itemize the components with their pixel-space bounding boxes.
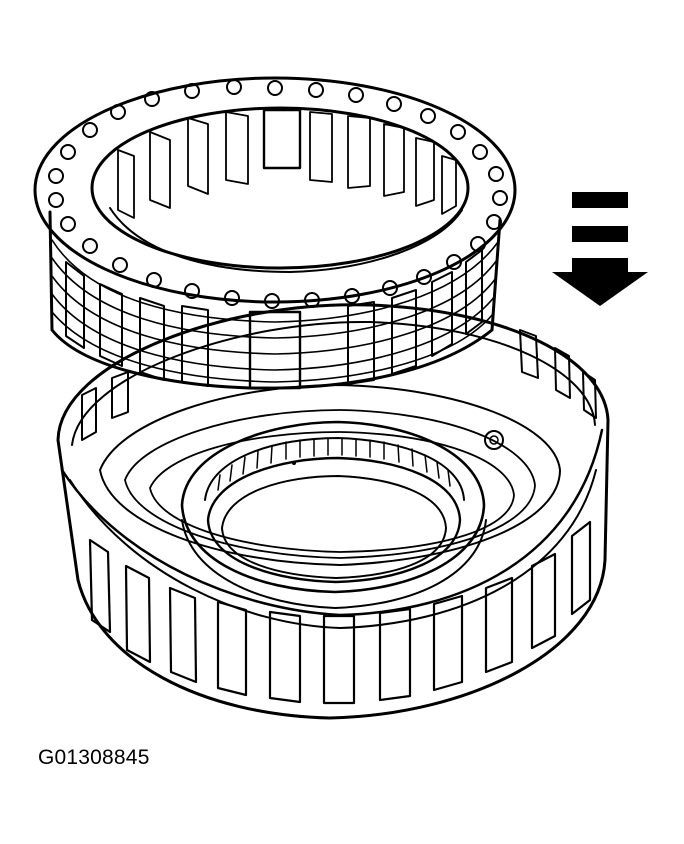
drum-rim-front-inner [69,469,597,629]
clutch-pack-inner-teeth [117,108,457,219]
installation-direction-arrow [552,192,648,306]
drum-floor-ring-2 [124,409,536,559]
drum-floor-ring-1 [99,384,561,566]
clutch-drum-housing [56,303,610,720]
drum-rim-inner [71,320,596,446]
clutch-pack-top-plate-inner [90,106,470,270]
clutch-pack-bolt-holes [48,79,508,309]
drum-hub-base [181,519,487,609]
clutch-pack-top-plate-outer [33,76,517,304]
clutch-pack-front-teeth [65,249,483,390]
clutch-pack-inner-floor [109,207,463,273]
drum-hub-spline-teeth [217,437,451,491]
figure-id-label: G01308845 [38,746,150,769]
drum-hub-top [180,420,486,594]
drum-hub-dot [292,461,296,465]
drum-hub-spline-ring [204,437,465,501]
drum-outer-lugs [88,520,592,705]
drum-outer-wall [56,303,610,720]
drum-hub-hole-inner [489,435,499,445]
drum-hub-bore-outer [206,456,462,584]
drum-rear-lugs [81,329,597,441]
drum-hub-bore-inner [221,475,447,579]
drum-hub-hole [484,430,504,450]
clutch-pack-ring [33,76,517,390]
drum-floor-ring-3 [149,431,515,553]
